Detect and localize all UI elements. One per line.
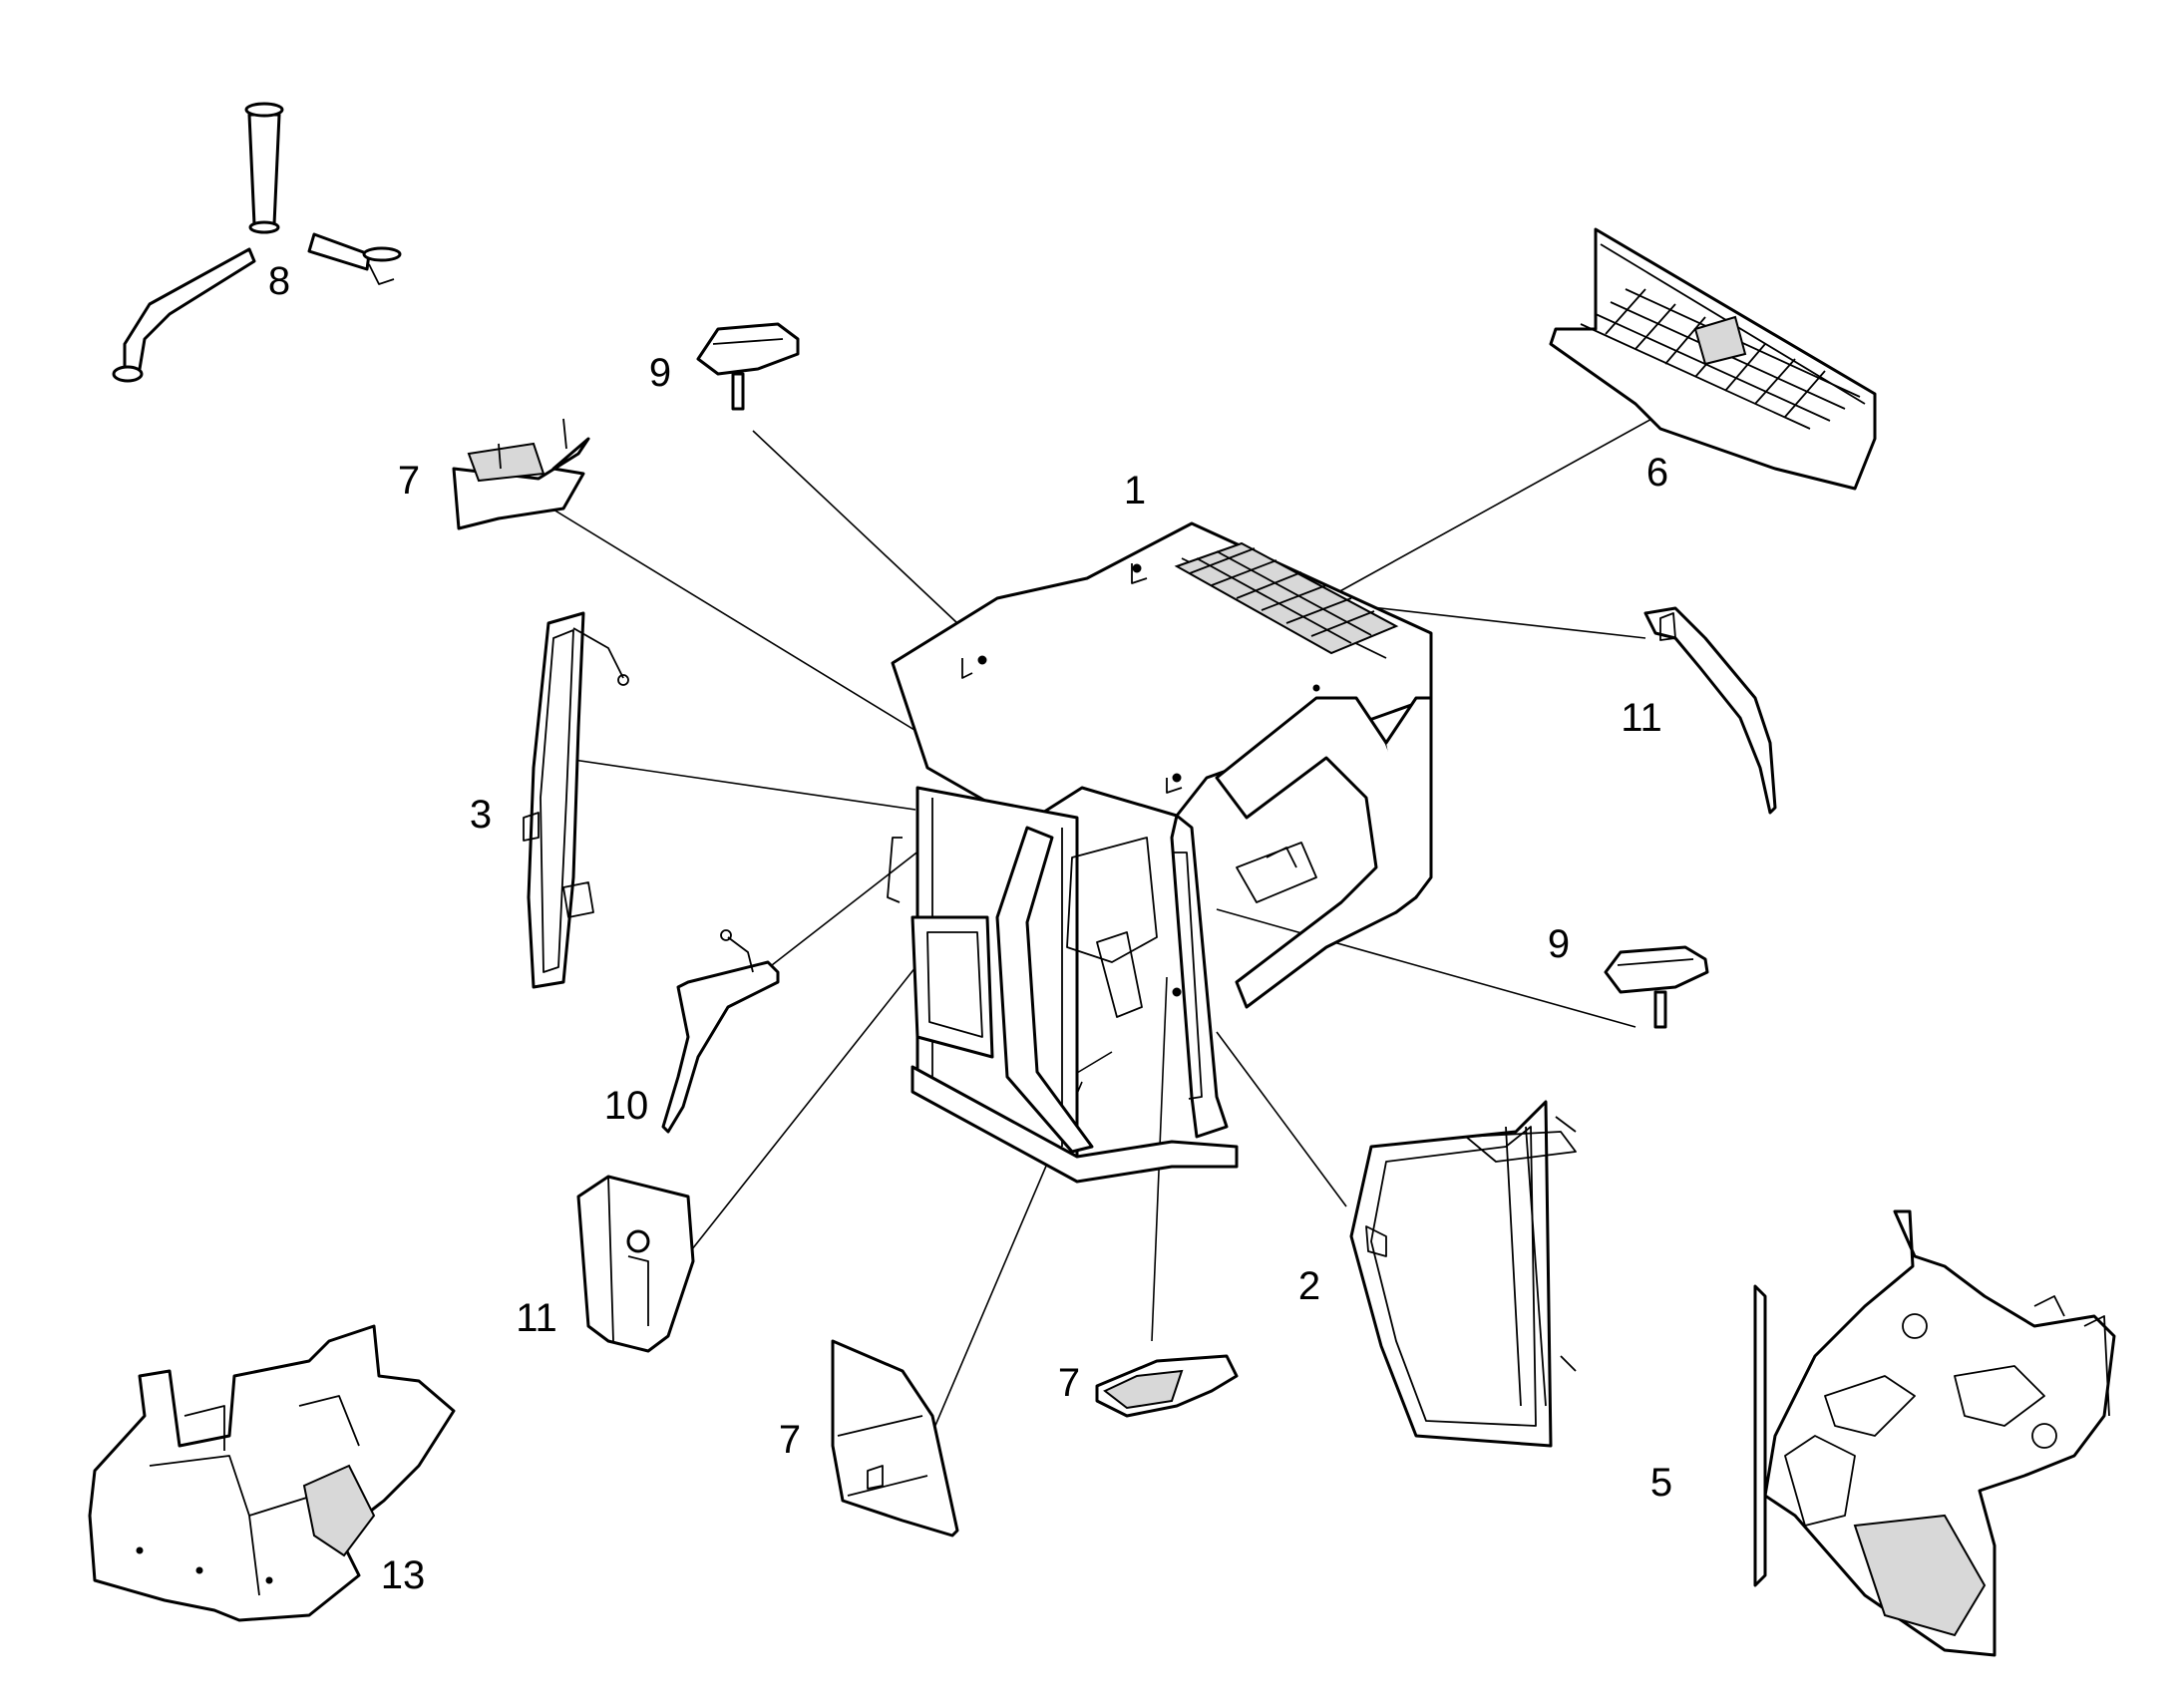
dome-light-lower <box>1604 945 1709 1029</box>
dome-light-upper <box>696 322 800 411</box>
air-ducts <box>112 102 402 383</box>
bracket-lower-block <box>1095 1354 1239 1418</box>
callout-7-lower-right: 7 <box>1058 1361 1080 1405</box>
callout-9-upper: 9 <box>649 351 671 395</box>
callout-1: 1 <box>1124 469 1146 512</box>
wiper-arm-right <box>1643 606 1777 815</box>
callout-2: 2 <box>1298 1264 1320 1308</box>
floor-plate <box>88 1324 456 1622</box>
callout-11-right: 11 <box>1621 696 1662 740</box>
callout-6: 6 <box>1646 451 1668 495</box>
callout-9-lower: 9 <box>1548 922 1570 966</box>
callout-7-lower-left: 7 <box>779 1418 801 1462</box>
side-shield <box>831 1339 959 1537</box>
door-assembly <box>1349 1100 1577 1448</box>
roof-vent <box>1174 541 1399 655</box>
floor-console <box>1753 1209 2116 1657</box>
side-panel-left <box>523 611 629 989</box>
cab-frame <box>887 521 1433 1184</box>
storage-box <box>576 1175 695 1353</box>
wiper-arm <box>661 929 780 1134</box>
callout-7-upper: 7 <box>398 459 420 503</box>
callout-labels: 1 2 3 5 6 7 7 7 8 9 9 10 11 11 13 <box>268 259 1672 1597</box>
callout-5: 5 <box>1650 1461 1672 1505</box>
callout-10: 10 <box>604 1084 649 1128</box>
bracket-upper <box>452 418 590 530</box>
callout-8: 8 <box>268 259 290 303</box>
roof-grille-panel <box>1549 227 1877 491</box>
callout-11-left: 11 <box>516 1296 557 1340</box>
callout-13: 13 <box>381 1553 426 1597</box>
callout-3: 3 <box>470 793 492 837</box>
